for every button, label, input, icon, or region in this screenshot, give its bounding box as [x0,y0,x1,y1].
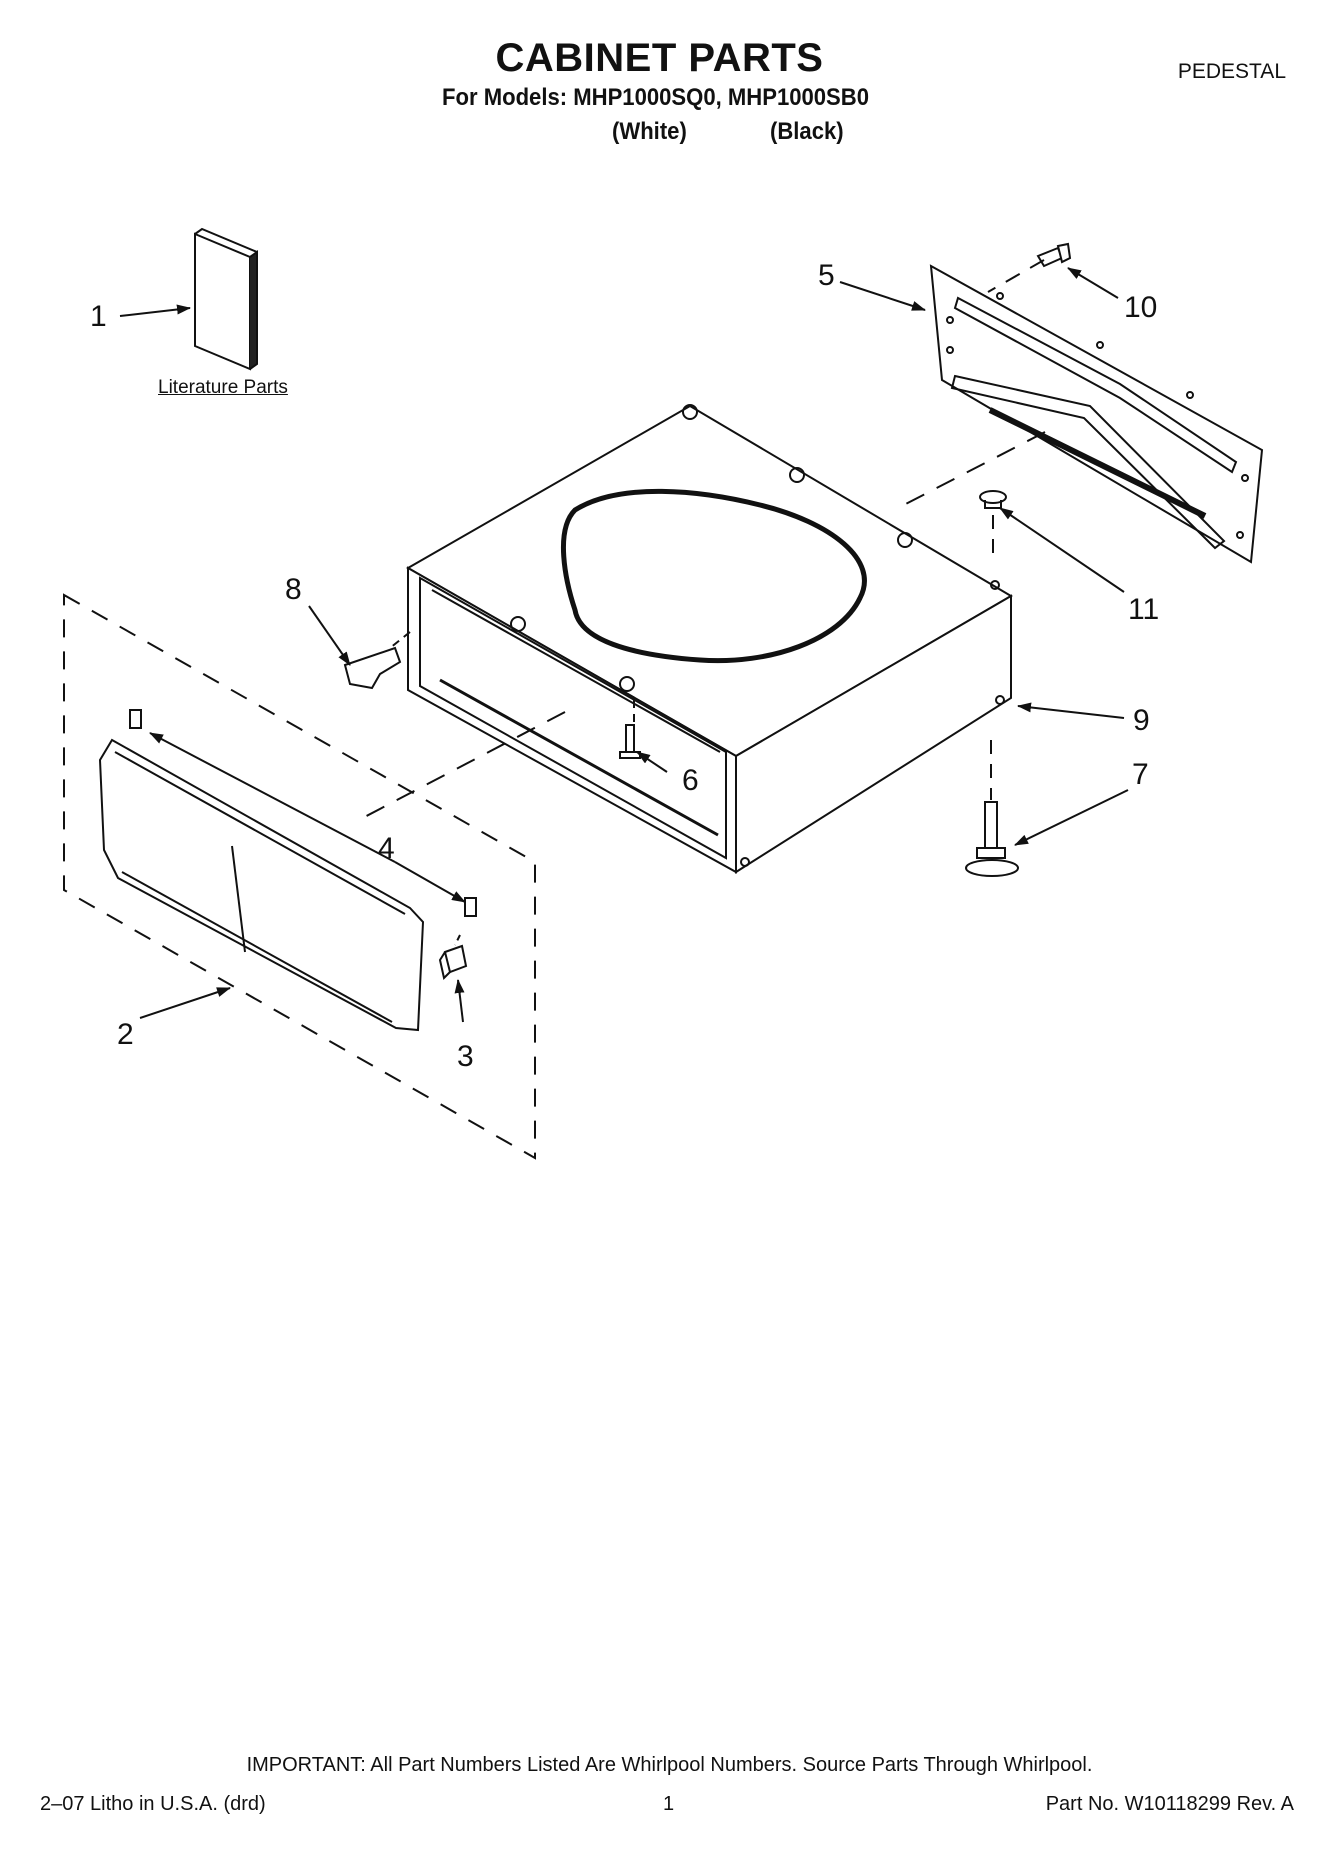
pedestal-cabinet [405,404,1013,874]
part-6-screw [619,724,641,759]
drawer-assembly-outline [63,593,536,1160]
callout-3: 3 [457,1040,474,1073]
callout-1: 1 [90,300,107,333]
callout-9: 9 [1133,704,1150,737]
part-11-grommet [979,490,1007,509]
part-7-leveling-leg [965,801,1019,877]
part-8-bracket [343,646,402,690]
model-numbers: For Models: MHP1000SQ0, MHP1000SB0 [441,84,870,111]
callout-4: 4 [378,832,395,865]
part-3-bumper [438,944,468,980]
part-10-screw [1036,242,1072,268]
page-number: 1 [663,1793,675,1815]
important-note: IMPORTANT: All Part Numbers Listed Are W… [246,1754,1093,1776]
literature-book [194,227,258,371]
callout-5: 5 [818,259,835,292]
drawer-panel [98,738,425,1032]
section-label: PEDESTAL [1177,60,1286,83]
rear-panel [929,264,1264,564]
litho-info: 2–07 Litho in U.S.A. (drd) [40,1793,266,1815]
part-number: Part No. W10118299 Rev. A [1045,1793,1294,1815]
callout-2: 2 [117,1018,134,1051]
part-4-tag [464,897,477,917]
color-black-label: (Black) [770,118,844,145]
color-white-label: (White) [612,118,687,145]
callout-8: 8 [285,573,302,606]
callout-10: 10 [1124,291,1157,324]
callout-7: 7 [1132,758,1149,791]
callout-6: 6 [682,764,699,797]
literature-parts-label: Literature Parts [158,377,288,398]
page-title: CABINET PARTS [495,36,824,80]
callout-11: 11 [1128,593,1159,626]
clip-part [129,709,142,729]
